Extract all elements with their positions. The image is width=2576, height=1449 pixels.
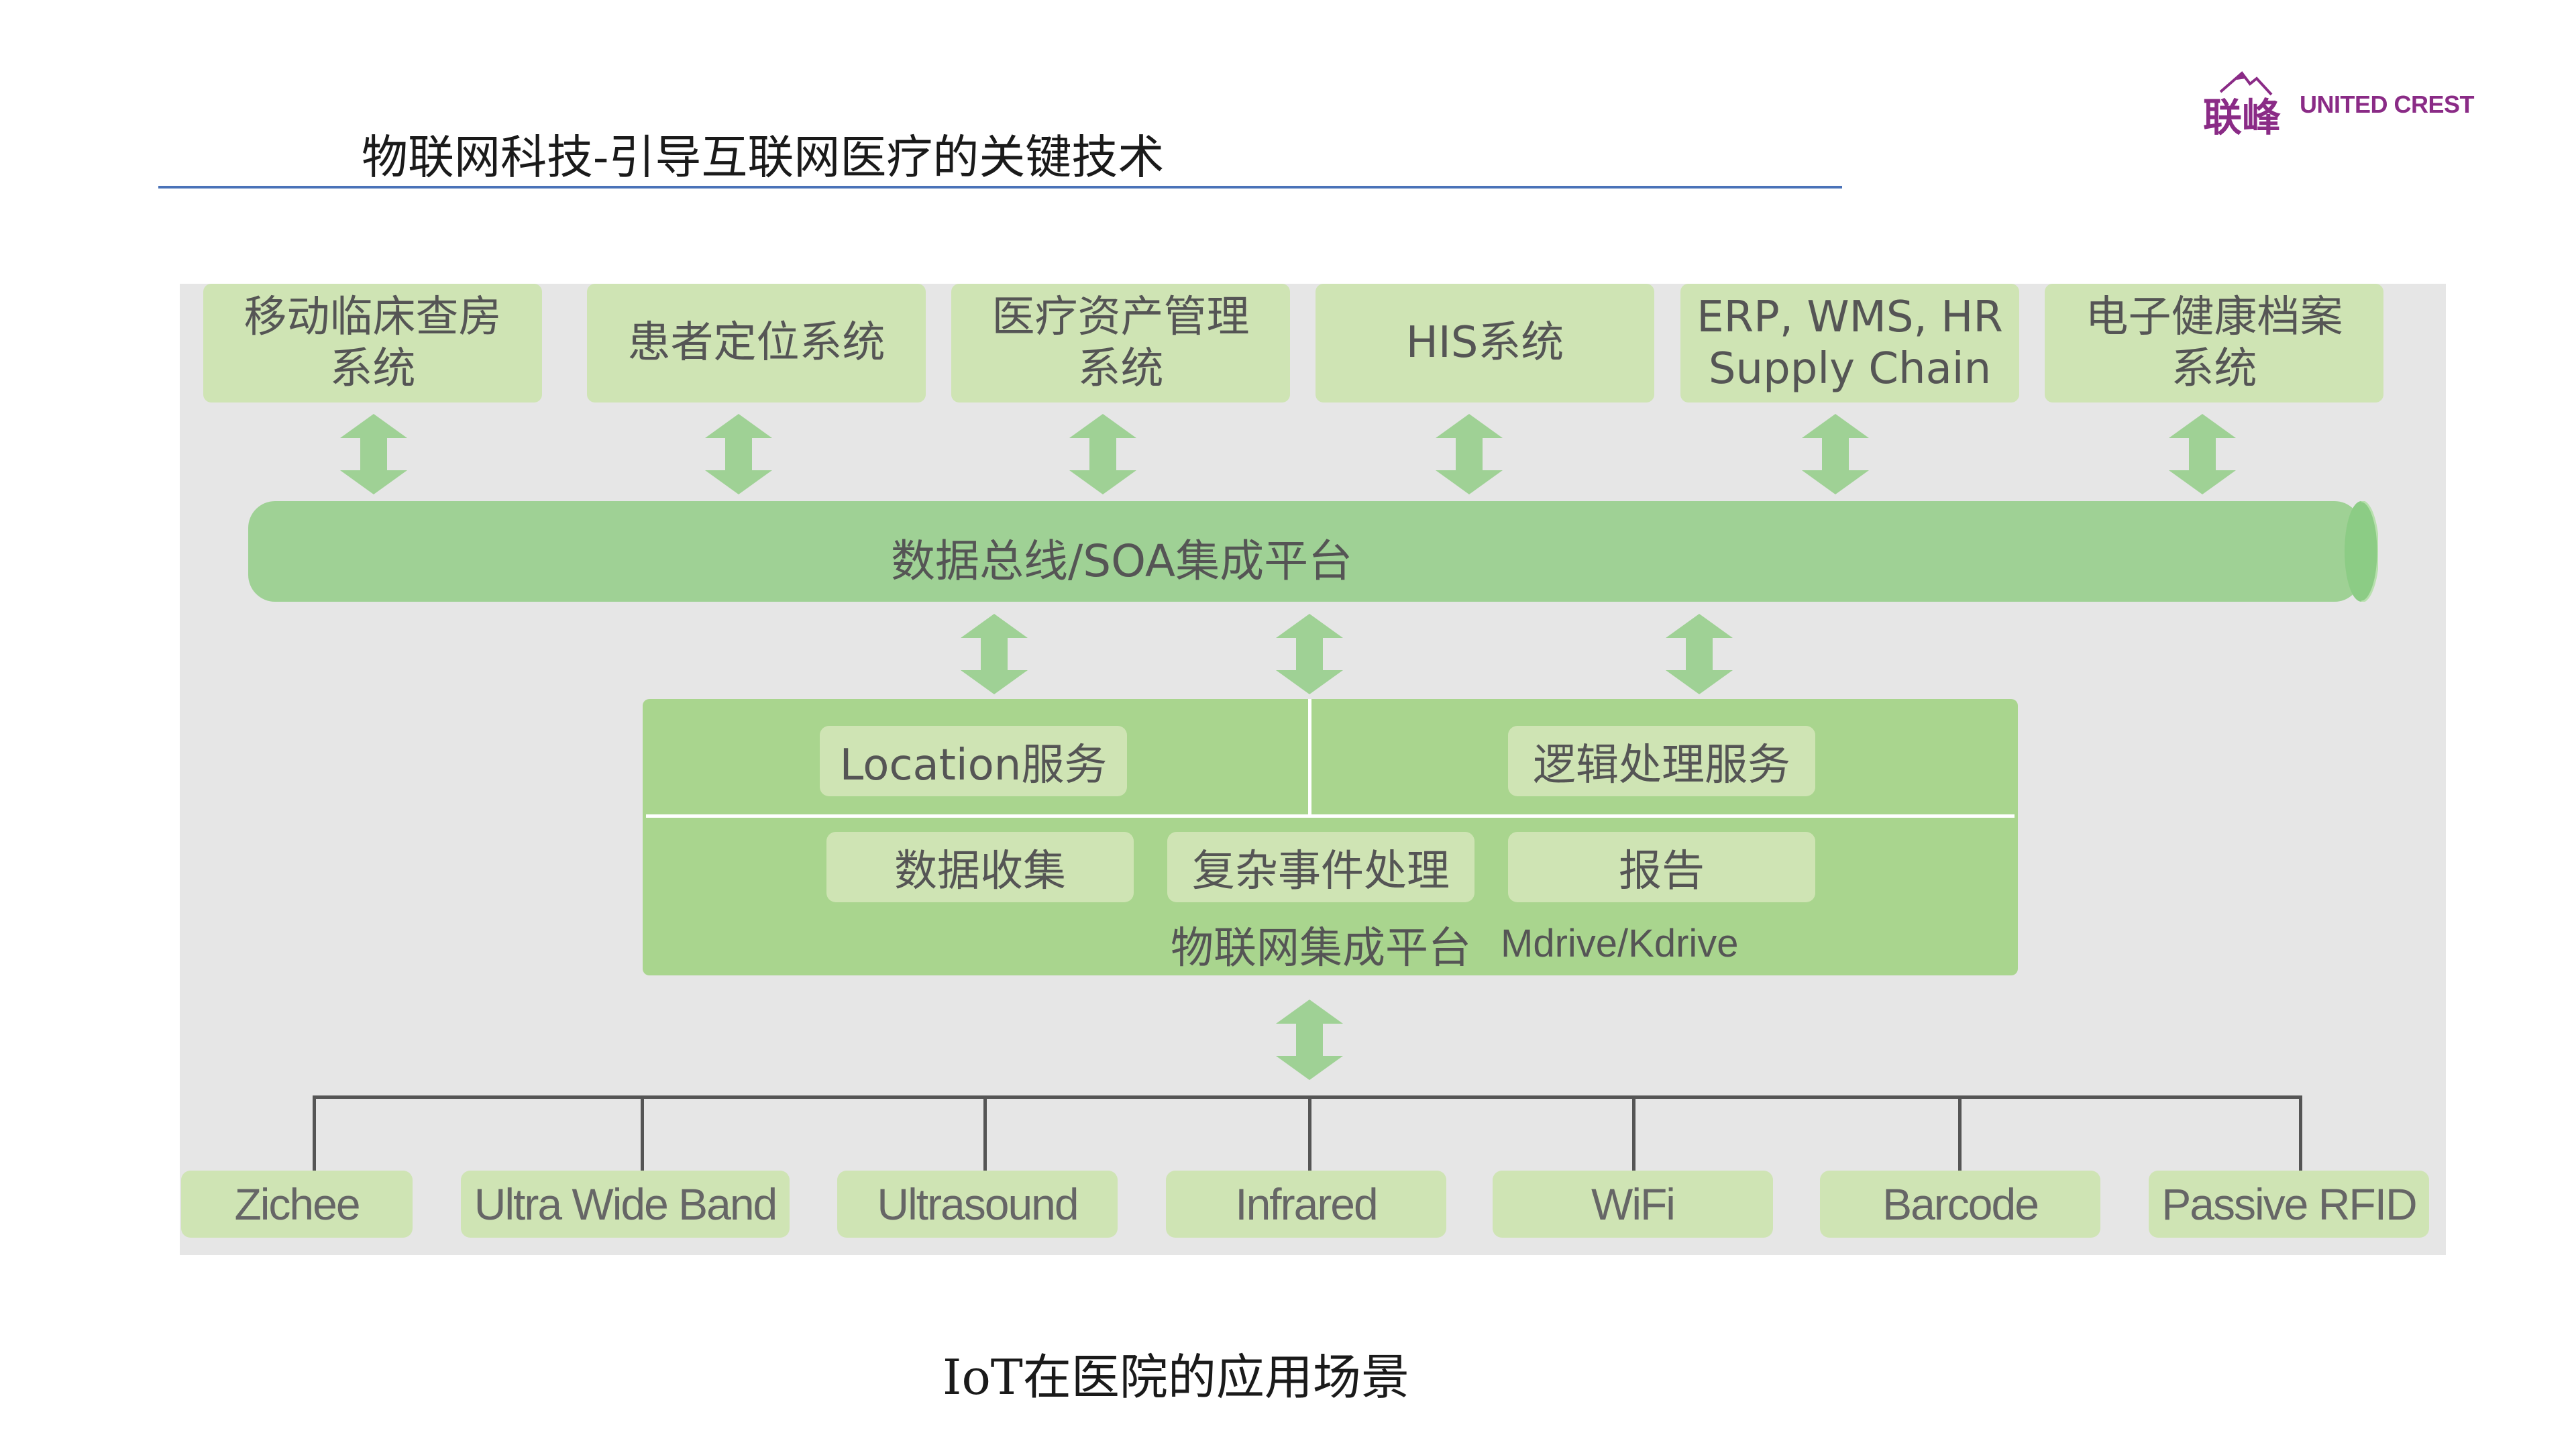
tech-ultrasound: Ultrasound bbox=[837, 1171, 1118, 1238]
double-arrow-icon bbox=[1276, 614, 1343, 694]
app-box-line: 系统 bbox=[329, 343, 416, 394]
app-box-line: 电子健康档案 bbox=[2085, 292, 2343, 342]
service-location: Location服务 bbox=[820, 726, 1127, 796]
tech-infrared: Infrared bbox=[1166, 1171, 1446, 1238]
platform-sub-label: Mdrive/Kdrive bbox=[1501, 922, 1739, 965]
platform-divider bbox=[646, 814, 2015, 818]
logo: 联峰 UNITED CREST bbox=[2200, 64, 2482, 144]
app-box-line: 系统 bbox=[1077, 343, 1164, 394]
function-report: 报告 bbox=[1508, 832, 1815, 902]
double-arrow-icon bbox=[705, 414, 772, 494]
service-logic: 逻辑处理服务 bbox=[1508, 726, 1815, 796]
mountain-logo-icon: 联峰 bbox=[2203, 71, 2281, 140]
app-box-line: 医疗资产管理 bbox=[991, 292, 1250, 342]
tree-branch bbox=[1632, 1095, 1635, 1173]
header-divider bbox=[158, 186, 1842, 189]
app-box-line: 系统 bbox=[2171, 343, 2257, 394]
app-box-patient-location: 患者定位系统 bbox=[587, 284, 926, 402]
tech-passive-rfid: Passive RFID bbox=[2149, 1171, 2429, 1238]
tree-connector bbox=[313, 1095, 2302, 1099]
platform-label: 物联网集成平台 bbox=[1171, 924, 1471, 973]
function-event-processing: 复杂事件处理 bbox=[1167, 832, 1474, 902]
data-bus-cylinder bbox=[248, 501, 2378, 602]
app-box-line: HIS系统 bbox=[1405, 318, 1564, 368]
double-arrow-icon bbox=[1802, 414, 1869, 494]
app-box-line: 患者定位系统 bbox=[627, 318, 885, 368]
figure-caption: IoT在医院的应用场景 bbox=[943, 1349, 1409, 1405]
app-box-line: 移动临床查房 bbox=[244, 292, 502, 342]
app-box-ehr: 电子健康档案系统 bbox=[2045, 284, 2383, 402]
logo-text: UNITED CREST bbox=[2300, 91, 2475, 118]
double-arrow-icon bbox=[1666, 614, 1733, 694]
double-arrow-icon bbox=[340, 414, 407, 494]
logo-mark-text: 联峰 bbox=[2203, 95, 2281, 140]
double-arrow-icon bbox=[1069, 414, 1136, 494]
function-data-collection: 数据收集 bbox=[826, 832, 1134, 902]
tree-branch bbox=[641, 1095, 644, 1173]
tree-branch bbox=[1308, 1095, 1311, 1173]
tree-branch bbox=[313, 1095, 316, 1173]
app-box-his: HIS系统 bbox=[1316, 284, 1654, 402]
double-arrow-icon bbox=[961, 614, 1028, 694]
tree-branch bbox=[983, 1095, 987, 1173]
tech-zichee: Zichee bbox=[181, 1171, 413, 1238]
page-title: 物联网科技-引导互联网医疗的关键技术 bbox=[362, 131, 1165, 184]
app-box-line: ERP, WMS, HR bbox=[1697, 292, 2003, 342]
tree-branch bbox=[2299, 1095, 2302, 1173]
app-box-line: Supply Chain bbox=[1708, 343, 1992, 394]
platform-divider-vertical bbox=[1308, 699, 1311, 816]
double-arrow-icon bbox=[1276, 1000, 1343, 1080]
double-arrow-icon bbox=[2169, 414, 2236, 494]
tech-ultra-wide-band: Ultra Wide Band bbox=[461, 1171, 790, 1238]
double-arrow-icon bbox=[1436, 414, 1503, 494]
tree-branch bbox=[1958, 1095, 1962, 1173]
data-bus-label: 数据总线/SOA集成平台 bbox=[891, 535, 1353, 587]
app-box-mobile-rounds: 移动临床查房系统 bbox=[203, 284, 542, 402]
tech-wifi: WiFi bbox=[1493, 1171, 1773, 1238]
tech-barcode: Barcode bbox=[1820, 1171, 2100, 1238]
app-box-asset-management: 医疗资产管理系统 bbox=[951, 284, 1290, 402]
